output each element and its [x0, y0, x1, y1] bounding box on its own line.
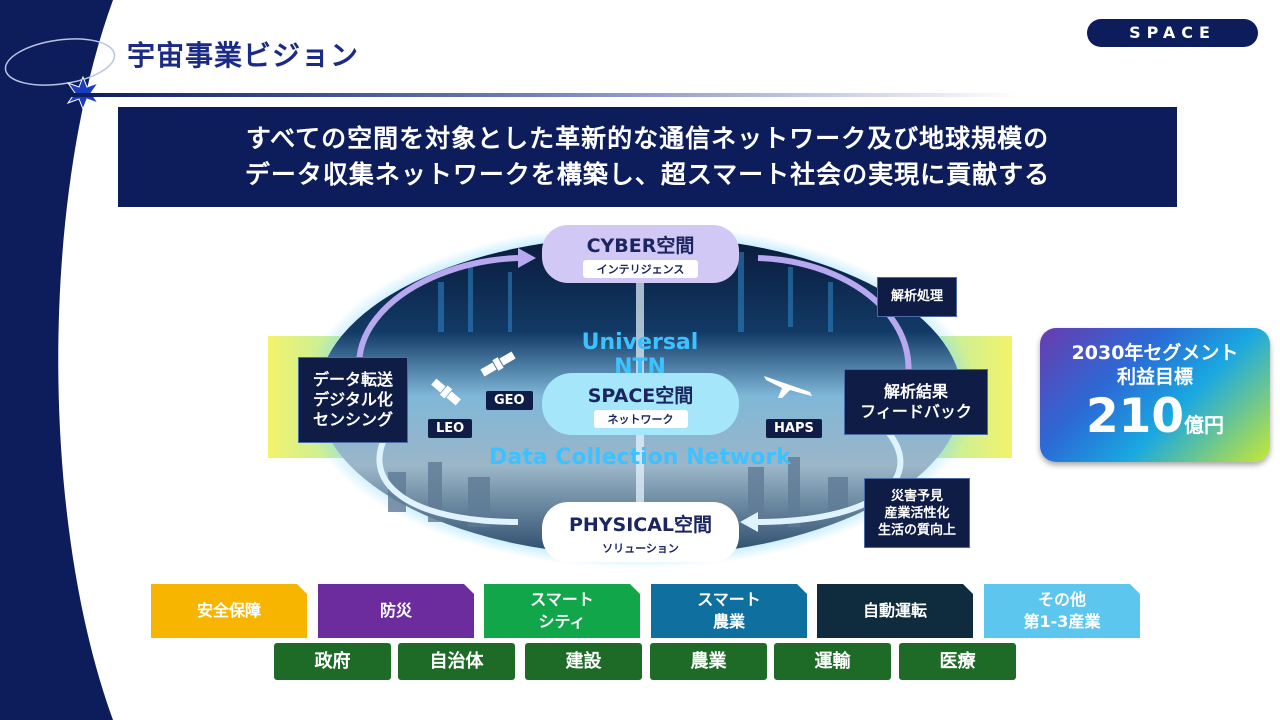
- left-box-line-1: データ転送: [312, 370, 393, 389]
- outcomes-box: 災害予見 産業活性化 生活の質向上: [864, 478, 970, 548]
- sector-government: 政府: [274, 643, 391, 680]
- left-box-line-2: デジタル化: [313, 390, 393, 409]
- data-transfer-box: データ転送 デジタル化 センシング: [298, 357, 408, 443]
- banner-line-2: データ収集ネットワークを構築し、超スマート社会の実現に貢献する: [244, 160, 1051, 189]
- industry-smart-agriculture: スマート 農業: [651, 584, 807, 638]
- industry-security: 安全保障: [151, 584, 307, 638]
- industry-label-line-2: 第1-3産業: [1023, 612, 1101, 631]
- industry-smart-city: スマート シティ: [484, 584, 640, 638]
- sector-transport: 運輸: [774, 643, 891, 680]
- industry-disaster-prevention: 防災: [318, 584, 474, 638]
- outcome-2: 産業活性化: [884, 505, 950, 521]
- data-collection-network-label: Data Collection Network: [489, 445, 791, 470]
- industry-label: 防災: [379, 601, 412, 620]
- target-value: 210: [1085, 389, 1185, 444]
- space-title: SPACE空間: [587, 385, 694, 407]
- cyber-space-title: CYBER空間: [586, 235, 695, 257]
- title-underline: [70, 93, 1020, 97]
- haps-label: HAPS: [766, 419, 822, 438]
- physical-space-title: PHYSICAL空間: [568, 514, 713, 536]
- industry-autonomous-driving: 自動運転: [817, 584, 973, 638]
- physical-space-node: PHYSICAL空間 ソリューション: [542, 502, 739, 562]
- geo-satellite-icon: [480, 351, 516, 377]
- analysis-processing-box: 解析処理: [877, 277, 957, 317]
- physical-space-subtitle: ソリューション: [602, 542, 679, 555]
- industry-other: その他 第1-3産業: [984, 584, 1140, 638]
- cyber-space-node: CYBER空間 インテリジェンス: [542, 225, 739, 283]
- section-tag: SPACE: [1087, 19, 1258, 47]
- outcome-1: 災害予見: [890, 488, 943, 504]
- outcome-3: 生活の質向上: [877, 522, 956, 538]
- industry-label-line-2: シティ: [538, 612, 586, 631]
- haps-aircraft-icon: [764, 376, 812, 398]
- industry-label: 自動運転: [862, 601, 927, 620]
- space-node: SPACE空間 ネットワーク: [542, 373, 739, 435]
- vision-diagram: CYBER空間 インテリジェンス Universal NTN SPACE空間 ネ…: [268, 222, 1012, 570]
- sector-municipality: 自治体: [398, 643, 515, 680]
- banner-line-1: すべての空間を対象とした革新的な通信ネットワーク及び地球規模の: [245, 124, 1050, 153]
- industry-label-line-1: その他: [1037, 590, 1086, 609]
- profit-target-box: 2030年セグメント 利益目標 210億円: [1040, 328, 1270, 462]
- sector-agriculture: 農業: [650, 643, 767, 680]
- target-line-1: 2030年セグメント: [1071, 342, 1239, 364]
- left-box-line-3: センシング: [312, 410, 393, 429]
- industry-label-line-1: スマート: [530, 590, 594, 609]
- industry-label-line-2: 農業: [712, 612, 745, 631]
- target-unit: 億円: [1184, 413, 1225, 437]
- vision-banner: すべての空間を対象とした革新的な通信ネットワーク及び地球規模の データ収集ネット…: [118, 107, 1177, 207]
- space-subtitle: ネットワーク: [593, 410, 688, 428]
- right-box-line-2: フィードバック: [860, 402, 972, 421]
- sector-medical: 医療: [899, 643, 1016, 680]
- target-line-2: 利益目標: [1116, 366, 1193, 388]
- universal-ntn-label: Universal NTN: [581, 330, 699, 380]
- right-box-line-1: 解析結果: [883, 382, 948, 401]
- cyber-space-subtitle: インテリジェンス: [582, 260, 699, 278]
- leo-label: LEO: [428, 419, 473, 438]
- leo-satellite-icon: [431, 378, 461, 406]
- page-title: 宇宙事業ビジョン: [127, 39, 360, 72]
- industry-label: 安全保障: [196, 601, 261, 620]
- industry-label-line-1: スマート: [697, 590, 761, 609]
- geo-label: GEO: [486, 391, 533, 410]
- analysis-result-box: 解析結果 フィードバック: [844, 369, 988, 435]
- sector-construction: 建設: [525, 643, 642, 680]
